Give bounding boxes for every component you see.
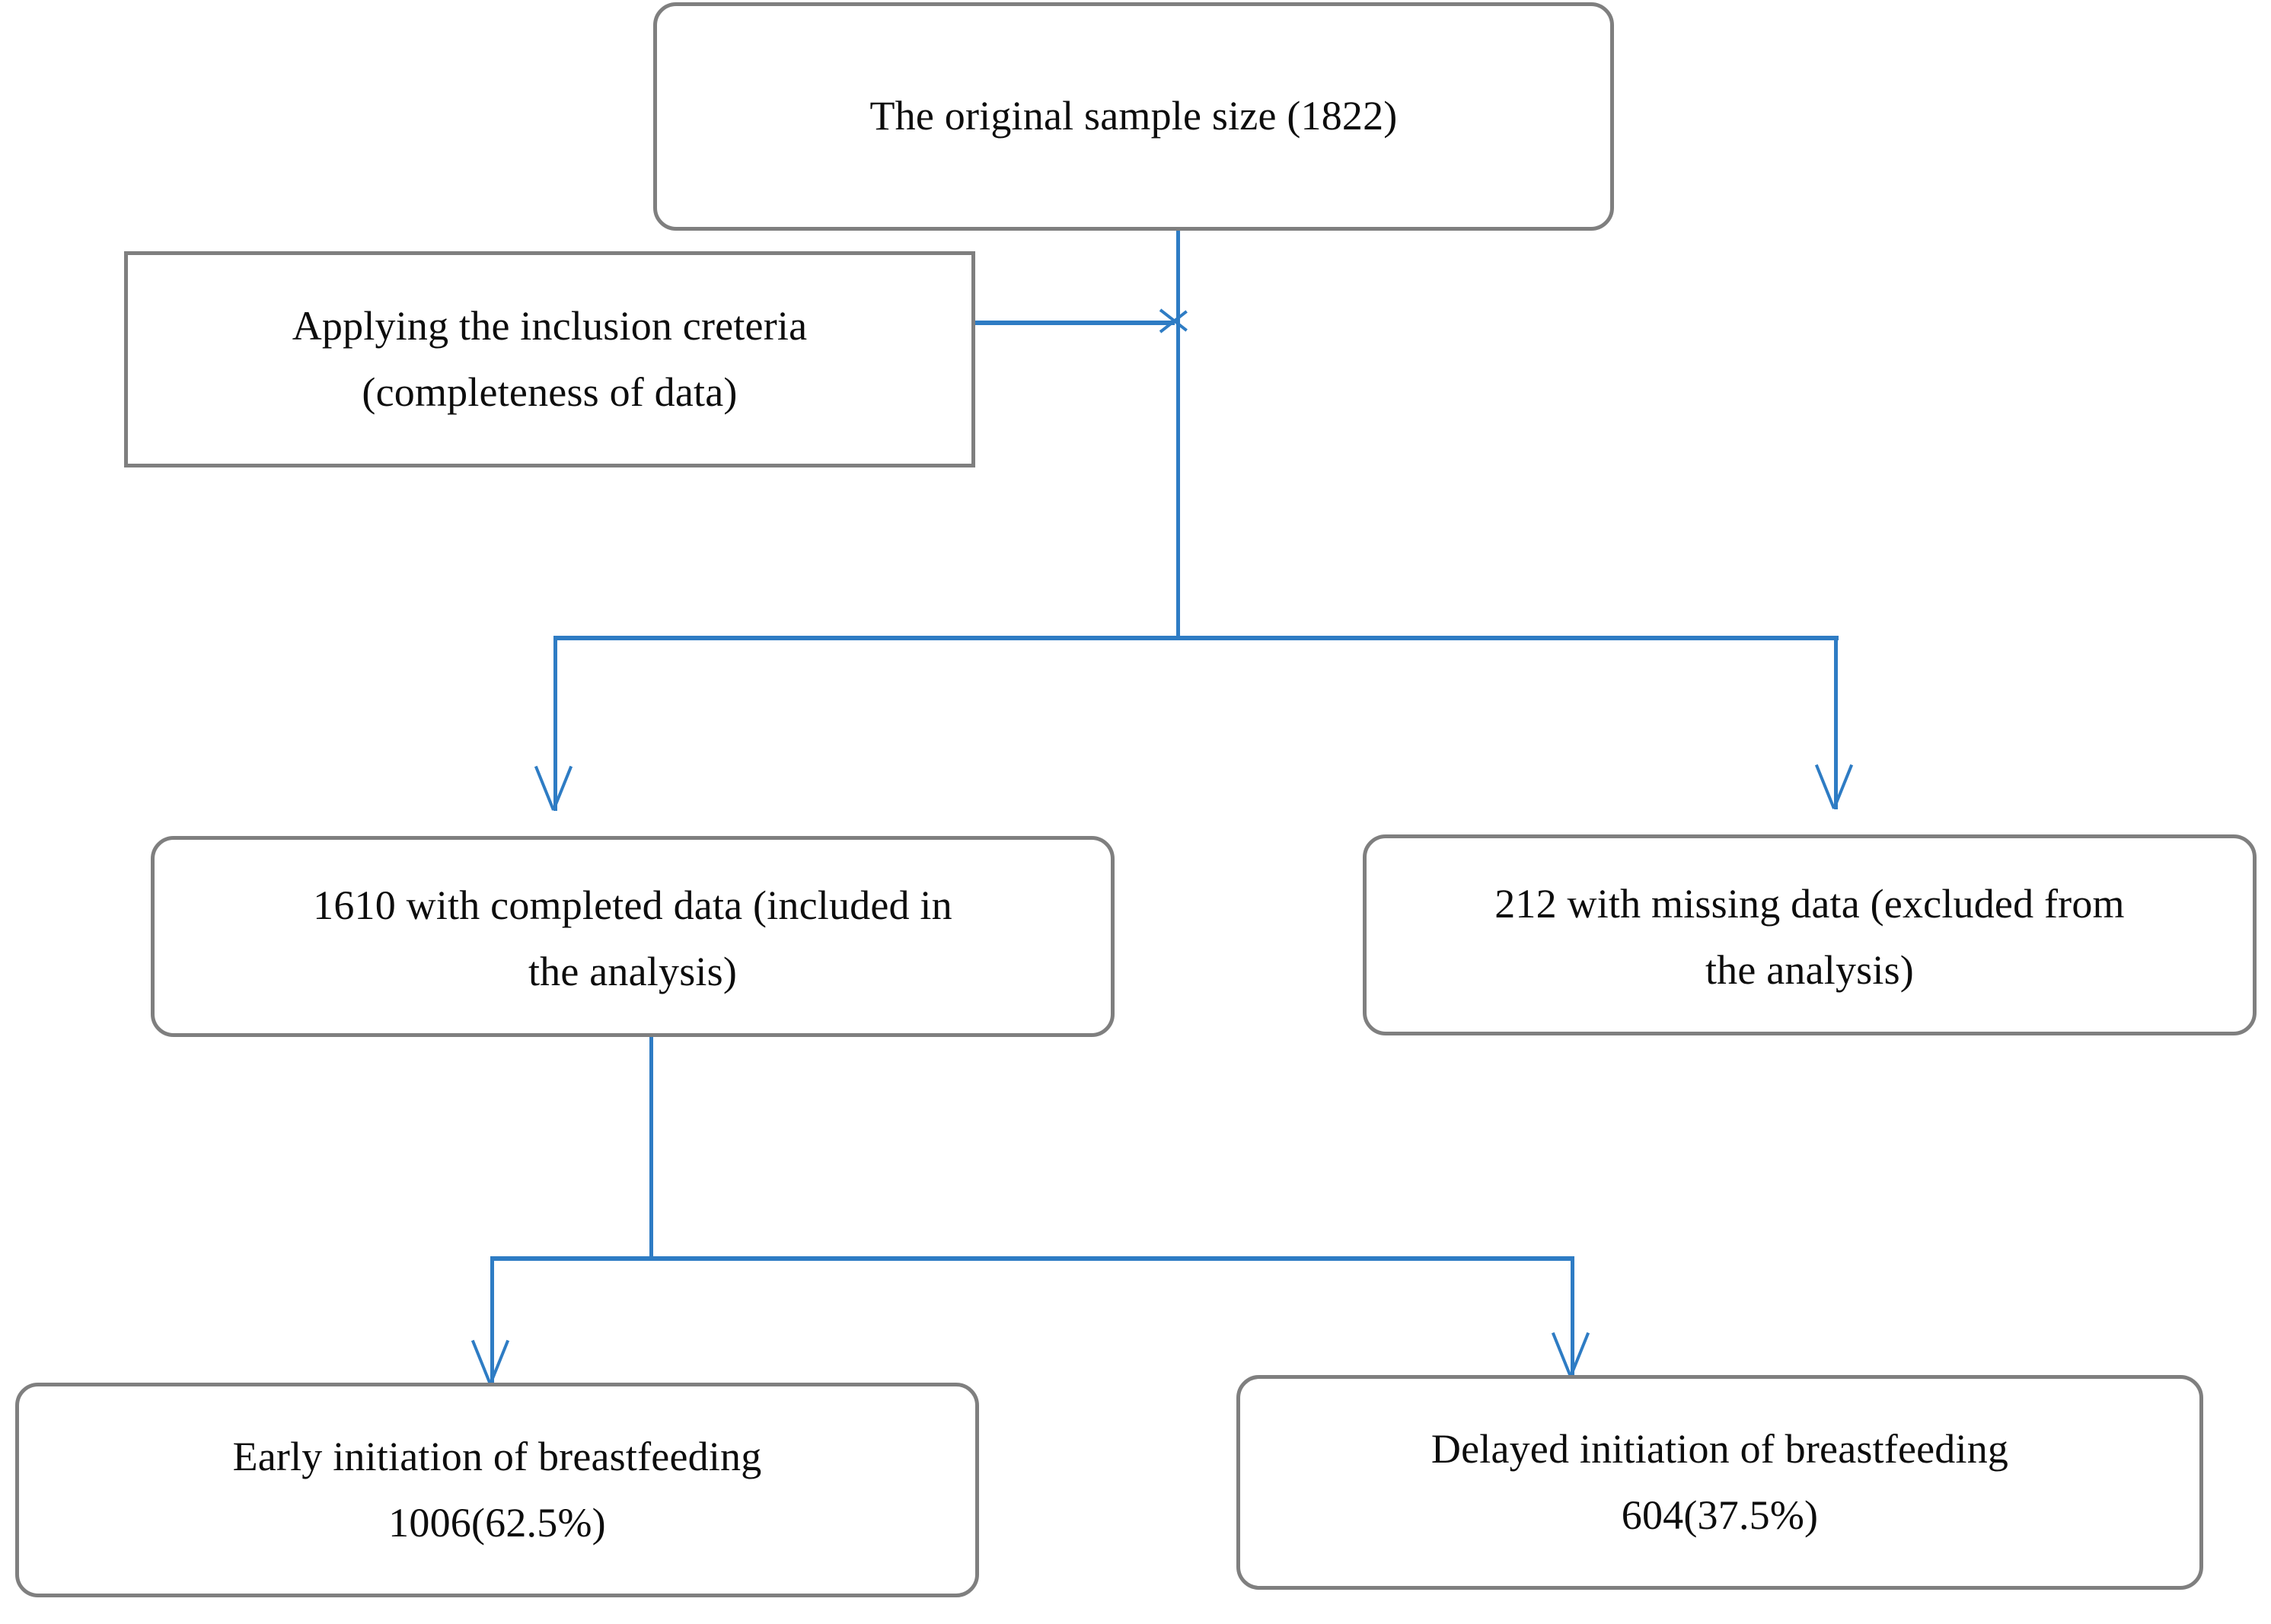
node-included-data-line-2: the analysis) [528, 949, 738, 994]
node-excluded-data-line-1: 212 with missing data (excluded from [1494, 880, 2125, 927]
connector-included-to-split [649, 1035, 653, 1260]
connector-original-to-split [1176, 228, 1180, 640]
node-included-data-line-1: 1610 with completed data (included in [313, 882, 952, 928]
node-early-initiation-line-2: 1006(62.5%) [388, 1500, 606, 1546]
connector-split-bar-level-1 [553, 636, 1839, 640]
node-early-initiation: Early initiation of breastfeeding 1006(6… [15, 1383, 979, 1597]
node-excluded-data-line-2: the analysis) [1705, 947, 1914, 993]
node-inclusion-criteria-line-1: Applying the inclusion creteria [292, 302, 808, 349]
node-inclusion-criteria: Applying the inclusion creteria (complet… [124, 251, 975, 467]
arrowhead-down-excluded-icon [1813, 761, 1855, 809]
arrowhead-right-criteria-icon [1128, 299, 1188, 343]
connector-split-bar-level-2 [490, 1256, 1574, 1261]
arrowhead-down-early-icon [469, 1337, 512, 1385]
node-delayed-initiation-line-2: 604(37.5%) [1621, 1492, 1819, 1538]
node-included-data: 1610 with completed data (included in th… [151, 836, 1115, 1037]
connector-criteria-to-trunk [975, 321, 1175, 325]
node-delayed-initiation: Delayed initiation of breastfeeding 604(… [1236, 1375, 2203, 1590]
node-original-sample: The original sample size (1822) [653, 2, 1614, 231]
connector-leg-to-excluded [1834, 636, 1838, 809]
node-original-sample-line-1: The original sample size (1822) [869, 93, 1398, 139]
arrowhead-down-delayed-icon [1549, 1329, 1592, 1377]
node-excluded-data: 212 with missing data (excluded from the… [1363, 834, 2257, 1035]
node-early-initiation-line-1: Early initiation of breastfeeding [232, 1433, 762, 1479]
connector-leg-to-early [490, 1256, 494, 1384]
arrowhead-down-included-icon [532, 763, 575, 811]
node-inclusion-criteria-line-2: (completeness of data) [362, 369, 738, 415]
connector-leg-to-delayed [1571, 1256, 1574, 1377]
connector-leg-to-included [553, 636, 557, 811]
node-delayed-initiation-line-1: Delayed initiation of breastfeeding [1431, 1425, 2009, 1472]
